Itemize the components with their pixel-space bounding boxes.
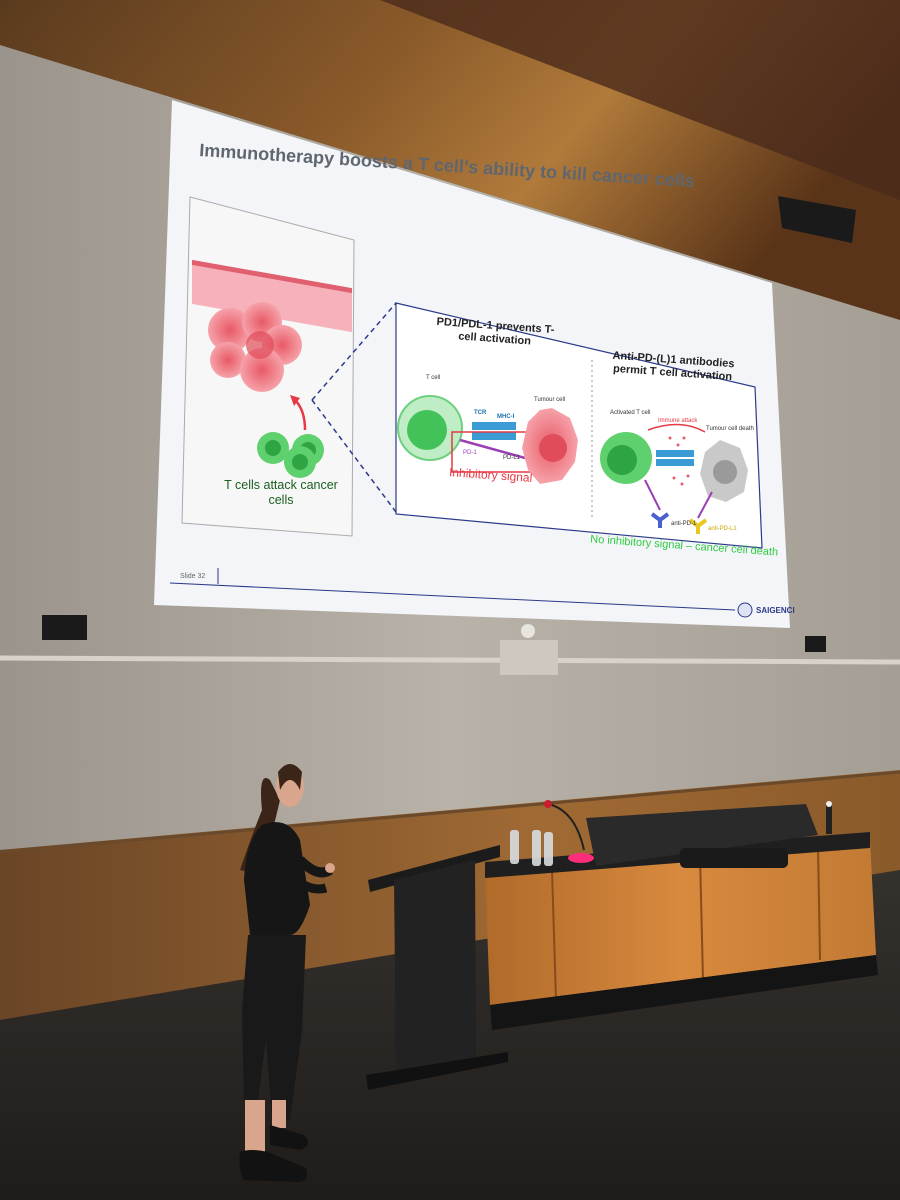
pdl1-label: PD-L1: [503, 455, 521, 461]
lecture-desk: [485, 840, 876, 1005]
t-cells-left: [257, 432, 324, 478]
anti-pd1-label: anti-PD-1: [671, 521, 697, 527]
tcr-label: TCR: [474, 410, 487, 416]
left-caption: T cells attack cancer cells: [224, 478, 338, 507]
mechanism-box: [395, 302, 763, 549]
activated-t-cell-label: Activated T cell: [610, 410, 651, 416]
immune-attack-label: Immune attack: [658, 418, 698, 424]
wall-speaker: [778, 196, 856, 243]
wall-clock: [42, 615, 87, 640]
t-cell-label: T cell: [426, 375, 441, 381]
tumour-cell-label: Tumour cell: [534, 397, 566, 403]
slide-number: Slide 32: [180, 573, 206, 580]
monitor-hood: [586, 804, 818, 866]
brand-logo: SAIGENCI: [756, 606, 795, 615]
tumour-death-label: Tumour cell death: [706, 426, 754, 432]
mhc-label: MHC-I: [497, 414, 515, 420]
pd1-label: PD-1: [463, 450, 477, 456]
anti-pdl1-label: anti-PD-L1: [708, 526, 737, 532]
tumour-cluster: [208, 302, 302, 392]
presenter: [239, 764, 335, 1182]
epithelium: [192, 259, 352, 333]
